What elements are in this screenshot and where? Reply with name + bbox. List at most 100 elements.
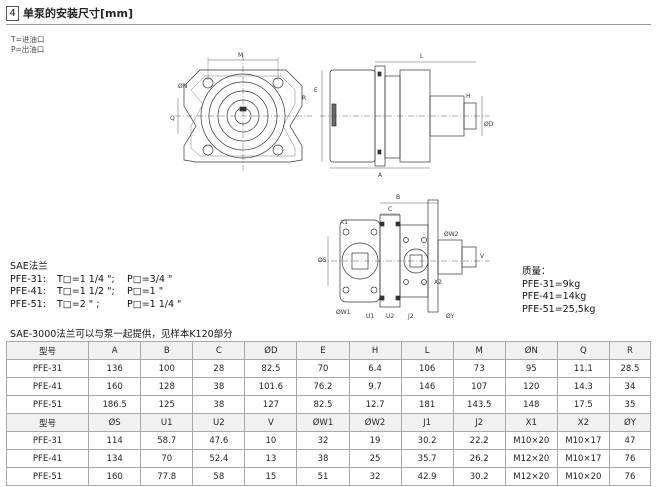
table-cell: 107 xyxy=(452,377,506,396)
table-cell: 128 xyxy=(140,377,194,396)
table-cell: 10 xyxy=(244,431,298,450)
table-cell: 28 xyxy=(192,359,246,378)
sae-p-port: P□=3/4 " xyxy=(127,273,173,285)
table-cell: 82.5 xyxy=(296,395,350,414)
sae-p-port: P□=1 " xyxy=(127,286,164,297)
dim-label-b: B xyxy=(396,194,400,201)
weight-row: PFE-31=9kg xyxy=(522,278,581,290)
table-cell: 38 xyxy=(296,449,350,468)
table-cell: 34 xyxy=(608,377,652,396)
table-header-cell: B xyxy=(140,341,194,360)
table-cell: 51 xyxy=(296,467,350,486)
table-cell: 134 xyxy=(88,449,142,468)
table-cell: 186.5 xyxy=(88,395,142,414)
table-header-cell: 型号 xyxy=(5,413,90,432)
dim-label-u2: U2 xyxy=(386,313,394,320)
front-view: M Q ØN R xyxy=(170,52,312,172)
sae-model: PFE-51: xyxy=(10,298,46,310)
dim-label-a: A xyxy=(378,172,383,179)
table-cell: 114 xyxy=(88,431,142,450)
title-underline xyxy=(6,24,651,25)
sae-model: PFE-41: xyxy=(10,286,46,297)
p-port-legend: P=出油口 xyxy=(11,45,45,54)
table-cell: 26.2 xyxy=(452,449,506,468)
table-cell: 14.3 xyxy=(556,377,610,396)
table-cell: 35 xyxy=(608,395,652,414)
table-header-cell: L xyxy=(400,341,454,360)
sae-t-port: T□=2 " ; xyxy=(57,298,100,310)
sae-model: PFE-31: xyxy=(10,273,46,285)
sae3000-note: SAE-3000法兰可以与泵一起提供，见样本K120部分 xyxy=(10,329,233,340)
table-cell: M10×20 xyxy=(556,467,610,486)
weight-title: 质量： xyxy=(522,266,551,277)
table-cell: 22.2 xyxy=(452,431,506,450)
side-view: E A L ØD H xyxy=(314,53,494,179)
table-header-cell: J1 xyxy=(400,413,454,432)
table-cell: 95 xyxy=(504,359,558,378)
table-cell: 76 xyxy=(608,449,652,468)
table-cell: 106 xyxy=(400,359,454,378)
table-cell: M10×17 xyxy=(556,431,610,450)
table-cell: 70 xyxy=(296,359,350,378)
dim-label-n: ØN xyxy=(178,83,187,90)
table-cell: 58.7 xyxy=(140,431,194,450)
dim-label-j2: J2 xyxy=(407,313,414,320)
table-cell: 101.6 xyxy=(244,377,298,396)
table-cell: 76 xyxy=(608,467,652,486)
table-cell: 52.4 xyxy=(192,449,246,468)
table-header-cell: R xyxy=(608,341,652,360)
table-header-cell: ØN xyxy=(504,341,558,360)
table-cell: M10×20 xyxy=(504,431,558,450)
table-cell: PFE-51 xyxy=(5,395,90,414)
table-cell: 25 xyxy=(348,449,402,468)
table-cell: 32 xyxy=(348,467,402,486)
table-cell: 77.8 xyxy=(140,467,194,486)
table-header-cell: M xyxy=(452,341,506,360)
table-cell: 70 xyxy=(140,449,194,468)
table-header-cell: U2 xyxy=(192,413,246,432)
table-cell: 38 xyxy=(192,377,246,396)
table-cell: 28.5 xyxy=(608,359,652,378)
table-cell: 125 xyxy=(140,395,194,414)
sae-row: PFE-31: T□=1 1/4 "; P□=3/4 " xyxy=(10,274,181,287)
table-header-cell: V xyxy=(244,413,298,432)
table-header-cell: ØW1 xyxy=(296,413,350,432)
t-port-legend: T=进油口 xyxy=(11,35,45,44)
dim-label-v: V xyxy=(480,253,485,260)
table-cell: 32 xyxy=(296,431,350,450)
table-cell: 30.2 xyxy=(452,467,506,486)
table-cell: PFE-41 xyxy=(5,449,90,468)
pump-installation-drawing: M Q ØN R E A L ØD H xyxy=(170,52,494,320)
table-cell: 35.7 xyxy=(400,449,454,468)
table-cell: 13 xyxy=(244,449,298,468)
table-cell: 15 xyxy=(244,467,298,486)
table-cell: PFE-41 xyxy=(5,377,90,396)
table-cell: 120 xyxy=(504,377,558,396)
table-header-cell: ØS xyxy=(88,413,142,432)
table-cell: 160 xyxy=(88,467,142,486)
port-view: ØS B C ØW2 ØW1 X1 X2 J2 V U1 U2 ØY xyxy=(318,194,490,320)
table-cell: PFE-31 xyxy=(5,359,90,378)
table-header-cell: J2 xyxy=(452,413,506,432)
table-cell: 127 xyxy=(244,395,298,414)
table-header-cell: A xyxy=(88,341,142,360)
dim-label-e: E xyxy=(314,87,318,94)
table-cell: 47 xyxy=(608,431,652,450)
table-cell: 146 xyxy=(400,377,454,396)
table-cell: 82.5 xyxy=(244,359,298,378)
dim-label-w1: ØW1 xyxy=(336,309,351,316)
dim-label-w2: ØW2 xyxy=(444,231,459,238)
table-cell: 6.4 xyxy=(348,359,402,378)
table-cell: 181 xyxy=(400,395,454,414)
sae-row: PFE-51: T□=2 " ; P□=1 1/4 " xyxy=(10,299,181,312)
table-header-cell: Q xyxy=(556,341,610,360)
table-cell: 136 xyxy=(88,359,142,378)
dim-label-d: ØD xyxy=(484,121,494,128)
table-cell: M12×20 xyxy=(504,449,558,468)
dim-label-r: R xyxy=(302,95,306,102)
